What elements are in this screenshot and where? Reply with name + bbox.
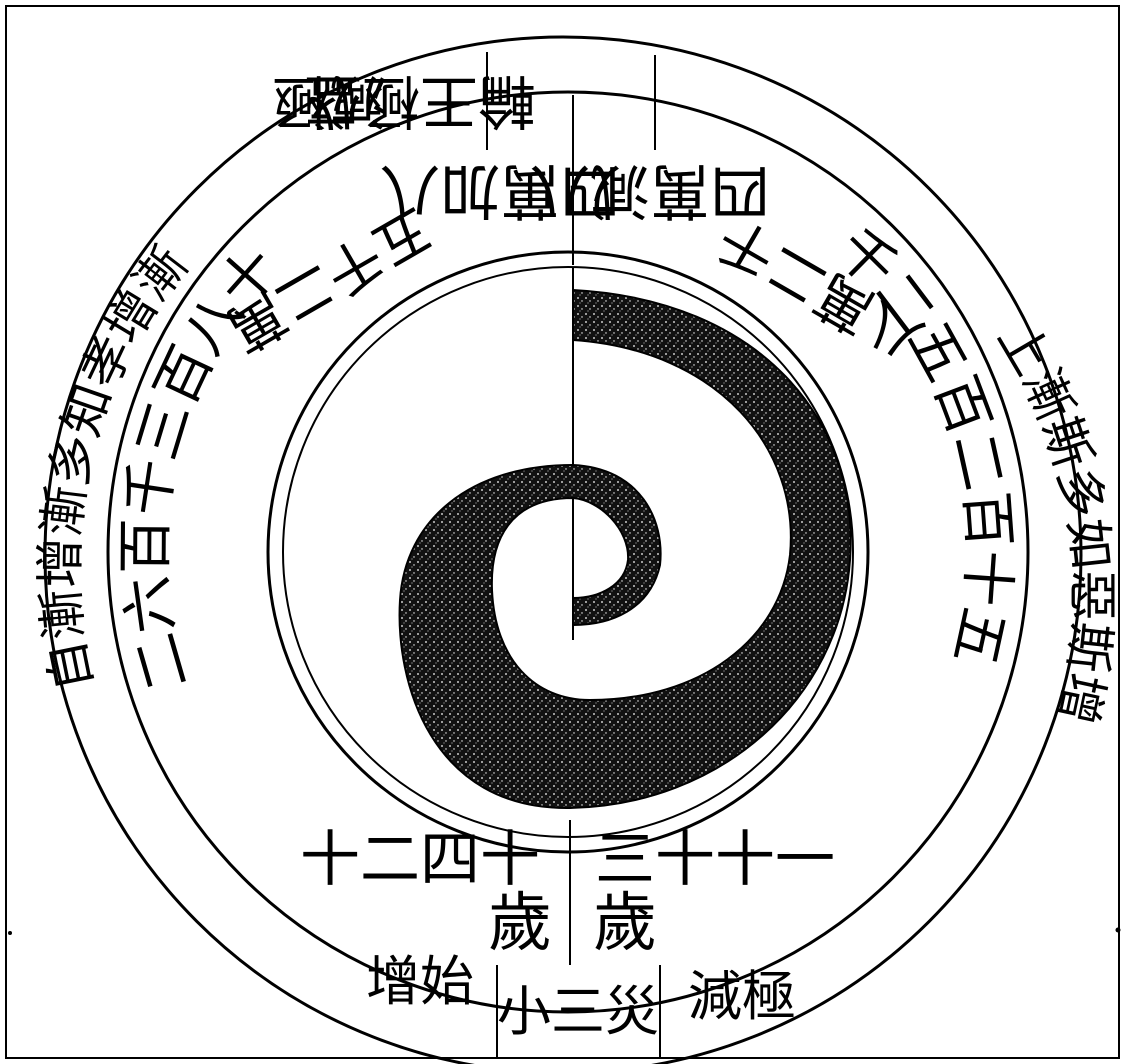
- middle-right-arc-label: 千二五百二百十五: [824, 216, 1022, 671]
- svg-text:四萬減八: 四萬減八: [530, 155, 770, 225]
- outer-top-right-label: 減極: [272, 67, 388, 135]
- edge-mark-right: [1116, 928, 1121, 933]
- age-label-right: 歲: [593, 887, 657, 961]
- middle-bottom-right-label: 三十十一: [595, 825, 835, 895]
- outer-bottom-right-label: 減極: [688, 965, 796, 1028]
- middle-bottom-left-label: 十二四十: [300, 825, 540, 895]
- middle-right-arc-text: 千二五百二百十五: [824, 216, 1022, 671]
- outer-ring-inner-circle: [108, 92, 1028, 1012]
- age-label-left: 歲: [488, 887, 552, 961]
- middle-top-right-label: 四萬減八: [530, 155, 770, 225]
- spiral-swirl: [400, 290, 851, 808]
- edge-mark-left: [8, 931, 12, 935]
- outer-bottom-center-label: 小三災: [497, 980, 659, 1043]
- outer-bottom-left-label: 增始: [366, 950, 474, 1013]
- svg-text:減極: 減極: [272, 67, 388, 135]
